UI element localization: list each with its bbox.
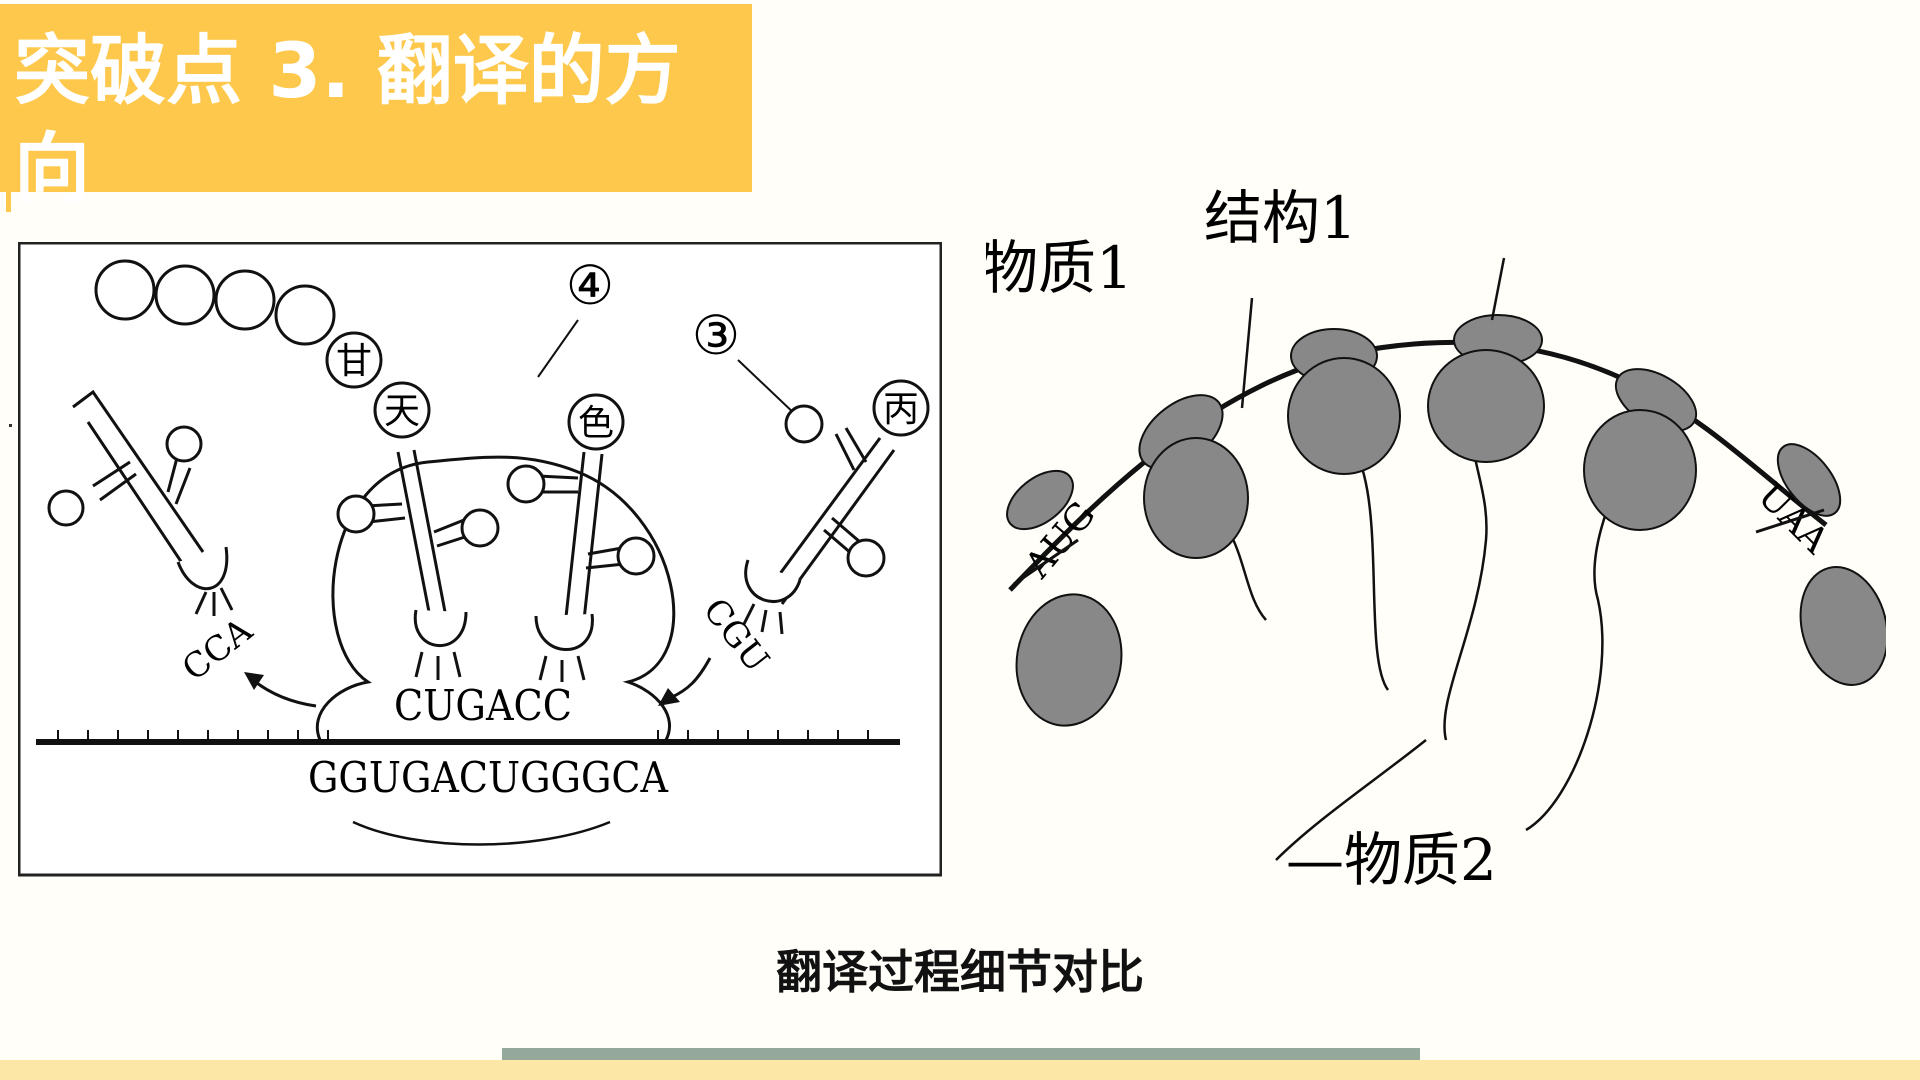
trna-incoming xyxy=(742,404,896,635)
ribosome-outline xyxy=(316,455,676,741)
mrna-bracket xyxy=(352,820,611,846)
label-4: ④ xyxy=(566,254,614,317)
diagram-frame xyxy=(18,242,942,877)
trna-exiting xyxy=(47,389,234,616)
exit-arrowhead xyxy=(244,672,264,690)
label-structure-1-leader xyxy=(1490,257,1506,321)
polypeptide-chain xyxy=(94,259,336,346)
ribosomes xyxy=(1006,314,1886,727)
page-title: 突破点 3. 翻译的方向 xyxy=(14,26,681,213)
ribosome-3-large xyxy=(1287,357,1401,475)
ribosome-anticodons: CUGACC xyxy=(394,681,572,730)
stray-dot xyxy=(9,424,12,427)
label-3: ③ xyxy=(692,304,740,367)
entry-arrowhead xyxy=(658,688,680,706)
label-substance-1-leader xyxy=(1240,297,1254,409)
amino-acid-tian xyxy=(373,381,431,439)
amino-acid-se xyxy=(567,393,625,451)
stop-codon-strike xyxy=(1755,508,1825,534)
ribosome-1-small xyxy=(1006,469,1074,531)
amino-acid-bing-label: 丙 xyxy=(883,389,919,430)
trna-a-site xyxy=(506,451,656,682)
trna-translation-diagram: 甘 天 色 丙 ④ ③ CCA xyxy=(18,242,942,877)
amino-acid-gan-label: 甘 xyxy=(336,341,372,382)
ribosome-2-large xyxy=(1143,437,1249,559)
amino-acid-bing xyxy=(872,379,930,437)
label-substance-1: 物质1 xyxy=(986,234,1133,302)
ribosome-6-small xyxy=(1776,443,1842,517)
title-marker xyxy=(6,186,11,212)
ribosome-5-large xyxy=(1583,409,1697,531)
label-substance-2: —物质2 xyxy=(1286,826,1497,894)
caption: 翻译过程细节对比 xyxy=(776,945,1144,999)
polypeptide-5 xyxy=(1275,739,1427,861)
start-codon-strike xyxy=(1013,538,1079,586)
polyribosome-diagram: AUG UAA 结构1 物质1 —物质2 xyxy=(986,184,1886,894)
ribosome-4-large xyxy=(1427,349,1545,463)
label-4-leader xyxy=(537,319,579,378)
amino-acid-se-label: 色 xyxy=(578,403,614,444)
amino-acid-tian-label: 天 xyxy=(384,391,420,432)
bottom-gray-bar xyxy=(502,1048,1420,1060)
amino-acid-gan xyxy=(325,331,383,389)
title-banner: 突破点 3. 翻译的方向 xyxy=(0,4,752,213)
ribosome-1-large xyxy=(1015,593,1123,727)
mrna-sequence: GGUGACUGGGCA xyxy=(308,753,669,802)
mrna-ticks xyxy=(57,730,869,742)
ribosome-6-large xyxy=(1799,566,1886,686)
bottom-yellow-bar xyxy=(0,1060,1920,1080)
label-3-leader xyxy=(737,359,799,418)
mrna-strand xyxy=(1008,339,1828,592)
trna-p-site xyxy=(336,449,500,680)
label-structure-1: 结构1 xyxy=(1204,184,1357,252)
